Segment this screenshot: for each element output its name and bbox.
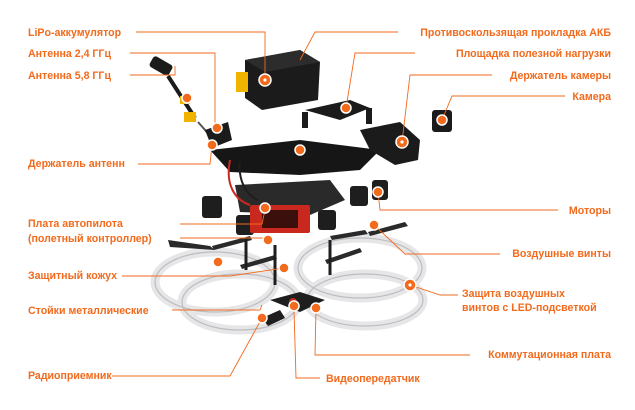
label-video-transmitter: Видеопередатчик [326,373,420,385]
label-power-distribution-board: Коммутационная плата [488,349,611,361]
label-battery-pad: Противоскользящая прокладка АКБ [420,27,611,39]
label-protective-guard: Защитный кожух [28,270,117,282]
label-motors: Моторы [568,205,611,217]
label-metal-standoffs: Стойки металлические [28,305,149,317]
label-led-prop-guard: Защита воздушных [462,288,565,300]
propellers [168,222,408,269]
metal-standoffs [244,238,332,285]
frame-stack [210,140,380,233]
label-flight-controller: Плата автопилота [28,218,123,230]
label-antenna-holder: Держатель антенн [28,158,125,170]
label-camera: Камера [572,91,611,103]
label-flight-controller-sub: (полетный контроллер) [28,233,152,245]
label-antenna-5-8ghz: Антенна 5,8 ГГц [28,70,111,82]
payload-platform [302,100,372,128]
label-propellers: Воздушные винты [512,248,611,260]
label-lipo-battery: LiPo-аккумулятор [28,27,122,39]
callout-markers [181,73,448,324]
label-camera-holder: Держатель камеры [509,70,611,82]
antennas [149,56,213,141]
label-radio-receiver: Радиоприемник [28,370,112,382]
lipo-battery [236,50,320,110]
label-antenna-2-4ghz: Антенна 2,4 ГГц [28,48,111,60]
motors [202,180,388,235]
label-led-prop-guard-sub: винтов с LED-подсветкой [462,302,597,314]
label-payload-platform: Площадка полезной нагрузки [455,48,611,60]
